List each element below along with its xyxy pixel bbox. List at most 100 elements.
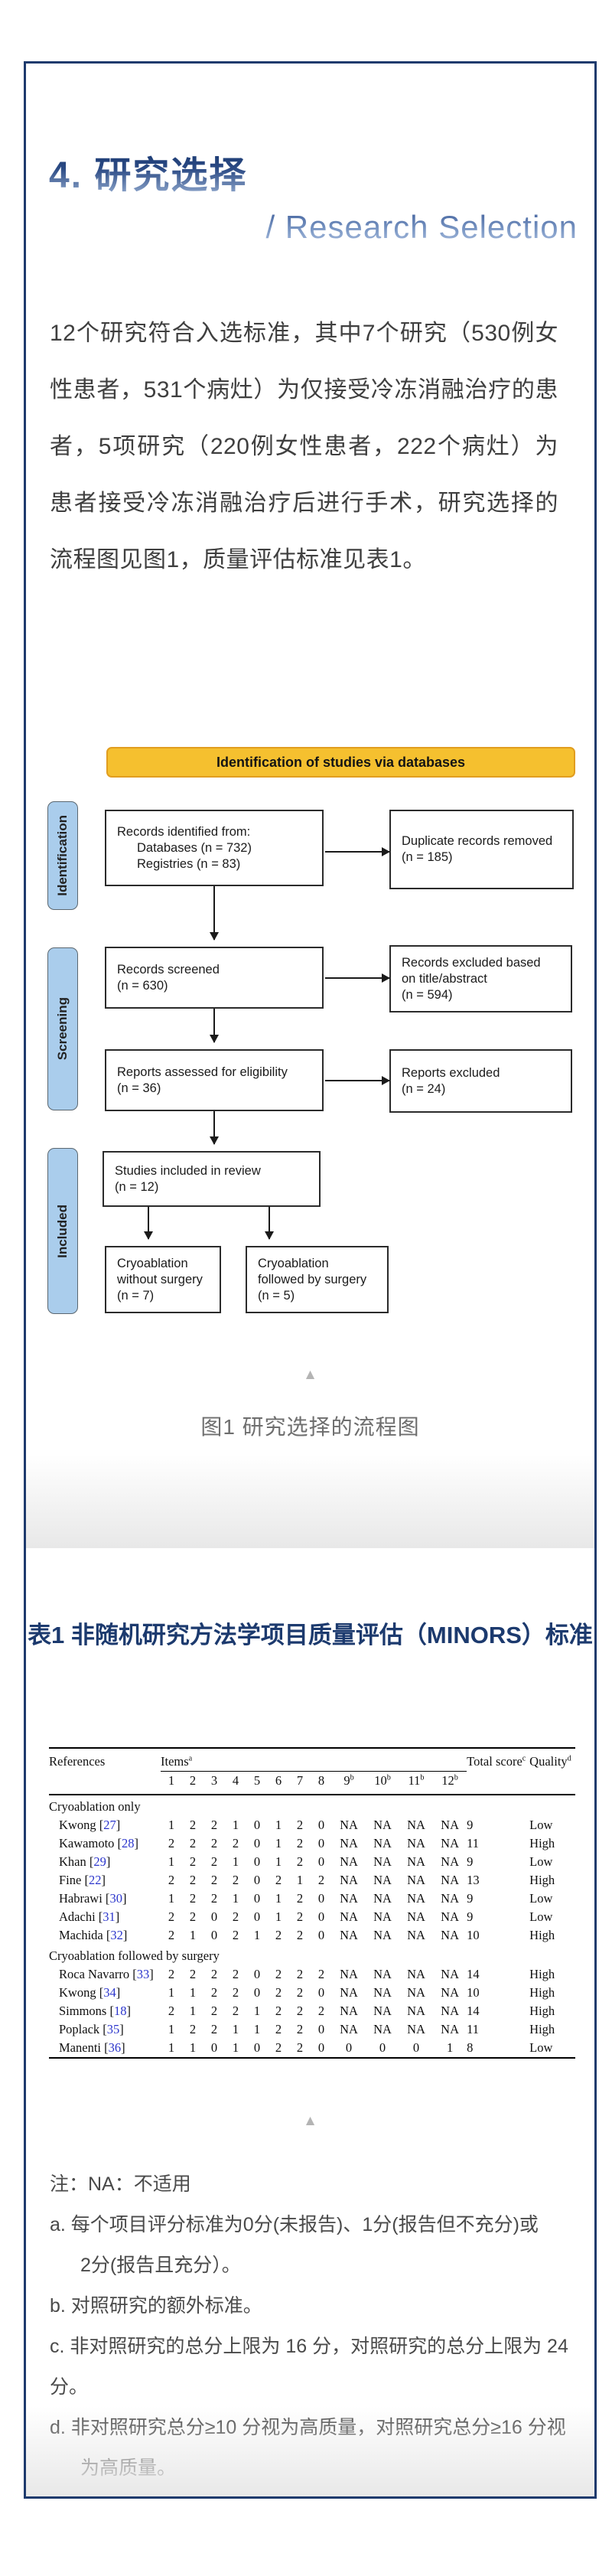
figure-caption: 图1 研究选择的流程图	[200, 1415, 420, 1439]
table-cell: 2	[232, 1909, 239, 1924]
table-cell: Low	[529, 1818, 553, 1832]
table-cell: NA	[441, 1873, 459, 1887]
collapse-triangle-icon[interactable]: ▲	[303, 2113, 317, 2129]
table-cell: 0	[317, 1985, 325, 2000]
table-cell: Cryoablation followed by surgery	[49, 1948, 220, 1963]
table-cell: Low	[529, 1854, 553, 1869]
table-cell: 0	[317, 1909, 325, 1924]
table-cell: 2	[317, 1967, 325, 1981]
table-cell: 2	[275, 2004, 282, 2018]
table-cell: NA	[373, 2022, 392, 2036]
table-cell: 2	[189, 1836, 197, 1850]
table-cell: NA	[373, 1854, 392, 1869]
citation-link[interactable]: 31	[103, 1909, 116, 1924]
table-cell: NA	[407, 1836, 425, 1850]
table-cell: NA	[340, 1836, 358, 1850]
flow-arrow	[325, 1076, 390, 1085]
table-cell: 2	[189, 1873, 197, 1887]
table-cell: Low	[529, 1909, 553, 1924]
content-card: 4. 研究选择 / Research Selection 12个研究符合入选标准…	[24, 61, 597, 2499]
table-cell: 10b	[366, 1771, 399, 1795]
table-cell: NA	[340, 1928, 358, 1942]
table-cell: 0	[253, 1891, 261, 1906]
flow-box-line: Duplicate records removed	[402, 834, 553, 848]
table-cell: 2	[210, 1967, 218, 1981]
citation-link[interactable]: 33	[136, 1967, 150, 1981]
citation-link[interactable]: 35	[106, 2022, 120, 2036]
table-cell: 2	[189, 1909, 197, 1924]
table-cell: 1	[189, 2004, 197, 2018]
stage-label-included: Included	[47, 1148, 78, 1314]
stage-label-text: Screening	[55, 997, 70, 1061]
table-cell: 2	[296, 1909, 304, 1924]
citation-link[interactable]: 32	[110, 1928, 123, 1942]
citation-link[interactable]: 28	[122, 1836, 135, 1850]
table-cell: 2	[275, 2022, 282, 2036]
table-cell: High	[529, 1836, 555, 1850]
table-cell: 0	[317, 1854, 325, 1869]
table-group-row: Cryoablation only	[49, 1795, 575, 1816]
table-cell: 0	[317, 1891, 325, 1906]
flow-box-line: (n = 7)	[117, 1288, 155, 1303]
table-cell: 0	[345, 2040, 353, 2055]
table-cell: Khan [29]	[59, 1854, 111, 1869]
table-cell: 2	[232, 1873, 239, 1887]
table-cell: 1	[168, 1818, 175, 1832]
citation-link[interactable]: 27	[103, 1818, 116, 1832]
section-subtitle-en: / Research Selection	[265, 209, 578, 245]
note-line: 注：NA：不适用	[50, 2173, 191, 2195]
table-cell: 0	[253, 2040, 261, 2055]
citation-link[interactable]: 22	[88, 1873, 102, 1887]
table-cell: NA	[373, 1909, 392, 1924]
table-cell: 14	[467, 1967, 480, 1981]
table-cell: NA	[441, 1818, 459, 1832]
table-cell: 1	[232, 1854, 239, 1869]
table-cell: 2	[275, 1985, 282, 2000]
table-cell: 2	[210, 1985, 218, 2000]
flow-arrow	[210, 1111, 219, 1145]
table-cell: 1	[275, 1818, 282, 1832]
note-line: b. 对照研究的额外标准。	[50, 2295, 262, 2317]
flow-box-reports-excluded: Reports excluded(n = 24)	[389, 1049, 572, 1113]
citation-link[interactable]: 18	[113, 2004, 127, 2018]
table-cell: NA	[407, 1818, 425, 1832]
table-cell: 2	[296, 2004, 304, 2018]
flow-box-line: Records identified from:	[117, 824, 251, 839]
table-cell: NA	[373, 1891, 392, 1906]
citation-link[interactable]: 30	[109, 1891, 122, 1906]
table-cell: 0	[253, 1854, 261, 1869]
citation-link[interactable]: 29	[93, 1854, 106, 1869]
table-cell: 2	[275, 1873, 282, 1887]
table-title: 表1 非随机研究方法学项目质量评估（MINORS）标准	[28, 1622, 593, 1648]
citation-link[interactable]: 36	[108, 2040, 122, 2055]
flow-arrow	[144, 1207, 153, 1240]
collapse-triangle-icon[interactable]: ▲	[303, 1367, 317, 1383]
table-cell: 2	[296, 1854, 304, 1869]
table-cell: 2	[210, 2004, 218, 2018]
table-cell: Poplack [35]	[59, 2022, 124, 2036]
table-cell: 2	[296, 1985, 304, 2000]
table-cell: Adachi [31]	[59, 1909, 120, 1924]
citation-link[interactable]: 34	[103, 1985, 116, 2000]
table-cell: 0	[317, 1818, 325, 1832]
table-cell: NA	[373, 1985, 392, 2000]
table-cell: 8	[467, 2040, 474, 2055]
table-cell: 1	[446, 2040, 454, 2055]
table-cell: Machida [32]	[59, 1928, 128, 1942]
table-cell: 1	[253, 2022, 261, 2036]
table-cell: 1	[168, 2022, 175, 2036]
table-cell: 2	[210, 2022, 218, 2036]
table-cell: High	[529, 2004, 555, 2018]
table-cell: NA	[441, 1909, 459, 1924]
table-cell: 2	[189, 1891, 197, 1906]
table-cell: 1	[232, 2022, 239, 2036]
table-cell: 1	[232, 2040, 239, 2055]
flow-box-reports-assessed: Reports assessed for eligibility(n = 36)	[105, 1049, 324, 1111]
table-cell: High	[529, 1873, 555, 1887]
table-cell: 12b	[433, 1771, 467, 1795]
